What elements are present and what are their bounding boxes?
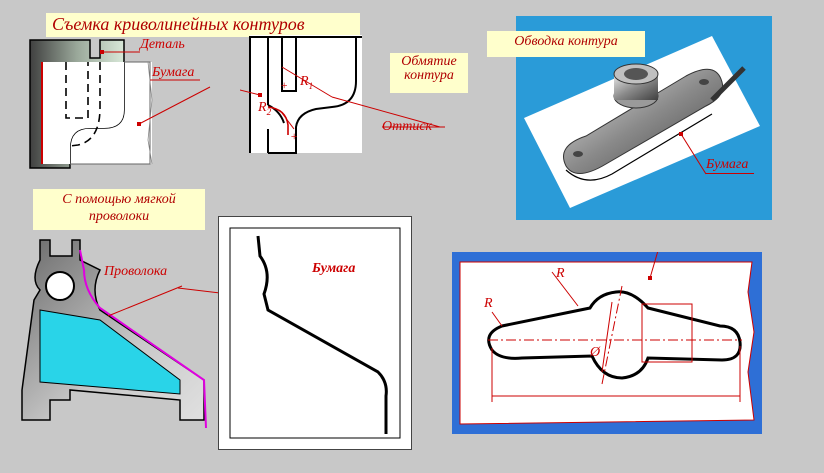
imprint-paper (250, 35, 362, 153)
contour-drawing: Ø (459, 252, 755, 425)
svg-text:+: + (280, 78, 288, 92)
part-on-paper-diagram (29, 39, 211, 169)
paper-label-1: Бумага (152, 65, 195, 80)
svg-text:+: + (290, 129, 298, 143)
paper-label-wire: Бумага (312, 261, 356, 276)
soft-wire-label: С помощью мягкой проволоки (33, 189, 205, 230)
r-left-label: R (484, 296, 493, 311)
detail-dot (100, 50, 104, 54)
wire-profile-diagram (21, 239, 220, 429)
pencil (710, 66, 746, 102)
wire-label: Проволока (104, 264, 168, 279)
wire-line (79, 249, 207, 429)
part-outline-on-paper (42, 62, 124, 164)
wrapping-label: Обмятие контура (390, 53, 468, 93)
imprint-label: Оттиск (382, 119, 433, 134)
r-top-label: R (556, 266, 565, 281)
profile-cyan (39, 309, 181, 395)
r2-label: R2 (258, 100, 272, 117)
tracing-label: Обводка контура (487, 31, 645, 57)
paper-label-photo: Бумага (706, 157, 755, 174)
drawing-paper (459, 261, 755, 425)
r1-label: R1 (300, 74, 314, 91)
traced-wire-curve (256, 235, 388, 434)
title-label: Съемка криволинейных контуров (46, 13, 360, 37)
hidden-contour (65, 62, 89, 119)
wire-paper-panel (218, 216, 412, 450)
tracing-photo (524, 36, 760, 208)
part-contour (487, 290, 742, 380)
imprint-diagram: + + (240, 35, 445, 154)
detail-label: Деталь (140, 37, 185, 52)
wire-trace (229, 227, 401, 439)
diameter-label: Ø (589, 345, 601, 360)
